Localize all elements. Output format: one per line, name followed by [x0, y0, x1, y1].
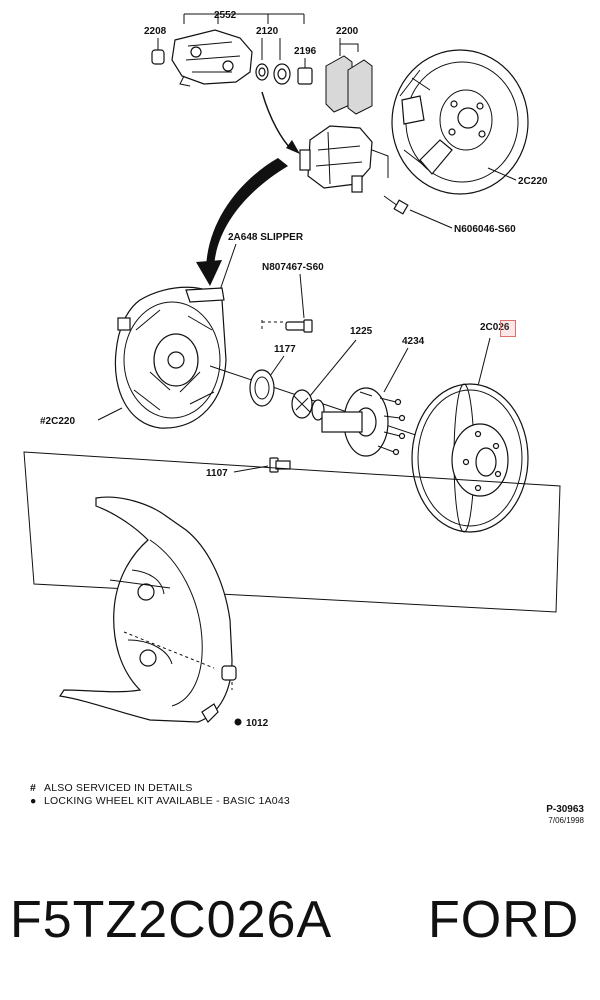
callout-2200: 2200: [336, 26, 359, 37]
backing-plate-left: [114, 286, 227, 429]
brake-rotor: [411, 383, 529, 533]
callout-n807467: N807467-S60: [262, 262, 324, 273]
callout-2c026: 2C026: [480, 322, 510, 333]
note-text: ALSO SERVICED IN DETAILS: [44, 782, 193, 794]
callout-2208: 2208: [144, 26, 167, 37]
note-text: LOCKING WHEEL KIT AVAILABLE - BASIC 1A04…: [44, 795, 290, 807]
drawing-date: 7/06/1998: [548, 816, 584, 825]
callout-2c220-left: #2C220: [40, 416, 75, 427]
bolt-n606046: [383, 195, 409, 215]
callout-4234: 4234: [402, 336, 425, 347]
brand-name: FORD: [428, 891, 580, 949]
callout-1177: 1177: [274, 344, 296, 355]
callout-1012: 1012: [246, 718, 269, 729]
part-number: F5TZ2C026A: [10, 891, 333, 949]
dust-shield: [58, 496, 233, 723]
callout-2552: 2552: [214, 10, 237, 21]
note-locking-kit: ● LOCKING WHEEL KIT AVAILABLE - BASIC 1A0…: [30, 795, 290, 807]
note-also-serviced: # ALSO SERVICED IN DETAILS: [30, 782, 193, 794]
highlight-box-2c026: [500, 320, 516, 337]
bullet-icon: ●: [30, 795, 37, 807]
hub-flange: [321, 387, 406, 457]
callout-2c220-top: 2C220: [518, 176, 548, 187]
callout-2a648: 2A648 SLIPPER: [228, 232, 304, 243]
footer: F5TZ2C026A FORD: [0, 880, 600, 960]
callout-n606046: N606046-S60: [454, 224, 516, 235]
exploded-brake-diagram: 2552 2208 2120 2196 2200: [23, 10, 561, 729]
callout-1225: 1225: [350, 326, 373, 337]
callout-2196: 2196: [294, 46, 317, 57]
caliper-assembly: [299, 125, 389, 193]
drawing-number: P-30963: [546, 804, 584, 815]
callout-2120: 2120: [256, 26, 279, 37]
callout-1107: 1107: [206, 468, 228, 479]
note-symbol: #: [30, 782, 37, 794]
backing-plate-top: [391, 49, 529, 195]
caliper-kit-parts: 2552 2208 2120 2196 2200: [144, 10, 373, 115]
